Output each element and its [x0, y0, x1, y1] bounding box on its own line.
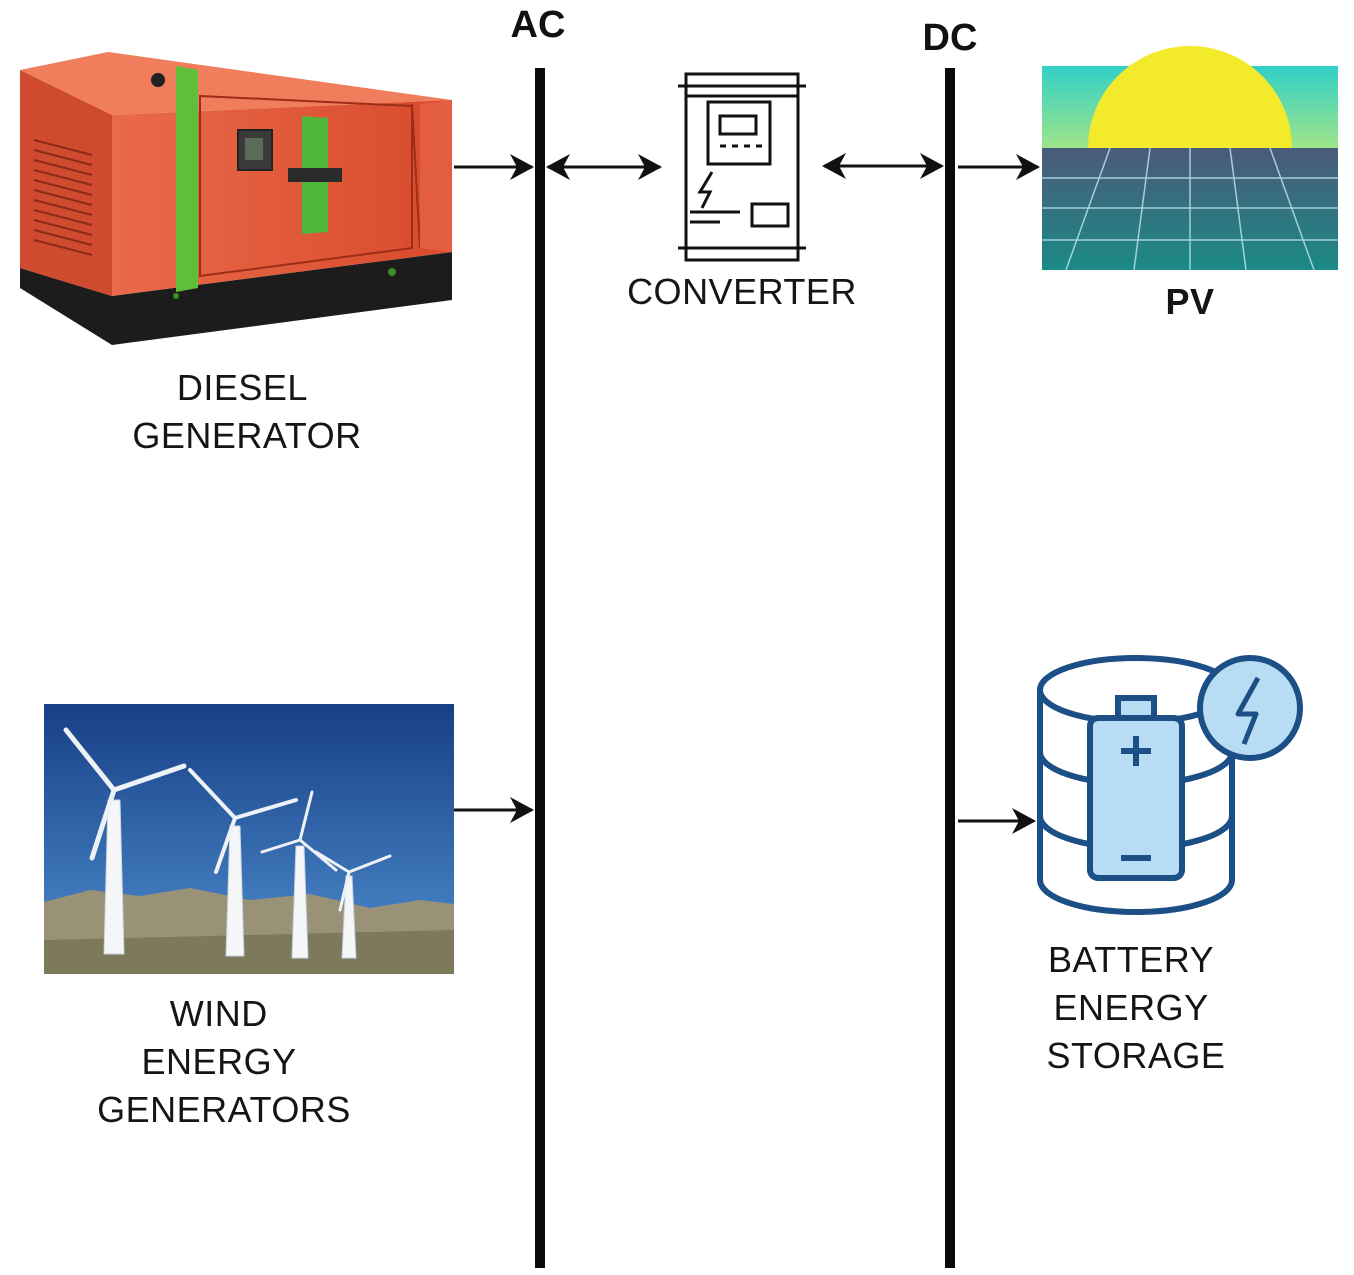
converter-label: CONVERTER [627, 271, 857, 312]
battery-label-line-1: BATTERY [1048, 939, 1214, 980]
wind-turbines-image [44, 704, 454, 974]
battery-label-line-3: STORAGE [1047, 1035, 1226, 1076]
ac-bus-label: AC [511, 4, 566, 46]
converter-icon [678, 72, 806, 262]
wind-label-line-3: GENERATORS [97, 1089, 351, 1130]
diesel-generator-image [20, 52, 452, 345]
diesel-generator-label-line-2: GENERATOR [132, 415, 361, 456]
pv-label: PV [1165, 281, 1214, 322]
battery-storage-icon [1037, 655, 1303, 915]
wind-generators-label: WIND ENERGY GENERATORS [97, 993, 351, 1130]
wind-label-line-1: WIND [170, 993, 268, 1034]
battery-label-line-2: ENERGY [1054, 987, 1209, 1028]
pv-image [1042, 46, 1338, 271]
battery-storage-label: BATTERY ENERGY STORAGE [1047, 939, 1226, 1076]
dc-bus-label: DC [923, 17, 978, 59]
diesel-generator-label: DIESEL GENERATOR [132, 367, 361, 456]
diesel-generator-label-line-1: DIESEL [177, 367, 307, 408]
wind-label-line-2: ENERGY [142, 1041, 297, 1082]
